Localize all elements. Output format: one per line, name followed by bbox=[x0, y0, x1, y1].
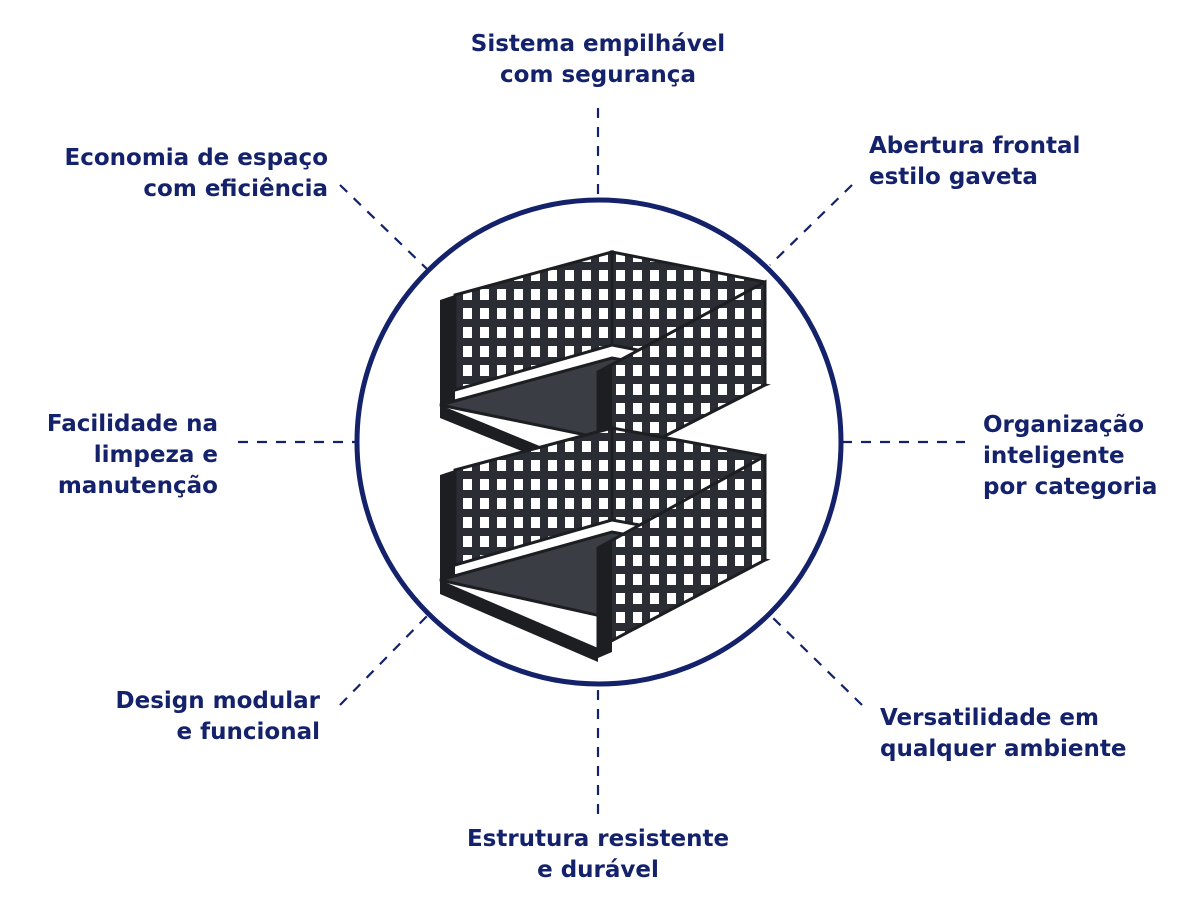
feature-right-line-2: inteligente bbox=[983, 443, 1125, 469]
lower-basket bbox=[439, 426, 771, 662]
feature-bottom-line-1: Estrutura resistente bbox=[466, 826, 730, 852]
feature-right-line-3: por categoria bbox=[983, 474, 1158, 500]
feature-top: Sistema empilhável com segurança bbox=[418, 29, 778, 91]
feature-bottom-left: Design modular e funcional bbox=[20, 686, 320, 748]
feature-top-right-line-2: estilo gaveta bbox=[869, 164, 1038, 190]
feature-left-line-3: manutenção bbox=[57, 473, 218, 499]
feature-top-line-2: com segurança bbox=[500, 62, 696, 88]
feature-top-right: Abertura frontal estilo gaveta bbox=[869, 131, 1169, 193]
feature-left-line-2: limpeza e bbox=[93, 442, 218, 468]
feature-top-left-line-1: Economia de espaço bbox=[64, 145, 328, 171]
feature-top-left-line-2: com eficiência bbox=[143, 176, 328, 202]
feature-bottom-left-line-1: Design modular bbox=[115, 688, 320, 714]
connector-top-left bbox=[339, 184, 429, 271]
feature-top-line-1: Sistema empilhável bbox=[470, 31, 726, 57]
feature-bottom-right-line-1: Versatilidade em bbox=[880, 705, 1099, 731]
connector-bottom-left bbox=[339, 614, 429, 706]
feature-top-right-line-1: Abertura frontal bbox=[869, 133, 1081, 159]
connector-top-right bbox=[769, 184, 853, 266]
feature-bottom-right-line-2: qualquer ambiente bbox=[880, 736, 1127, 762]
feature-right-line-1: Organização bbox=[983, 412, 1144, 438]
product-image bbox=[439, 250, 771, 662]
feature-bottom-left-line-2: e funcional bbox=[176, 719, 320, 745]
feature-bottom-line-2: e durável bbox=[537, 857, 659, 883]
feature-left: Facilidade na limpeza e manutenção bbox=[10, 409, 218, 502]
feature-top-left: Economia de espaço com eficiência bbox=[20, 143, 328, 205]
feature-bottom: Estrutura resistente e durável bbox=[418, 824, 778, 886]
connector-bottom-right bbox=[769, 614, 863, 706]
feature-right: Organização inteligente por categoria bbox=[983, 410, 1193, 503]
feature-bottom-right: Versatilidade em qualquer ambiente bbox=[880, 703, 1180, 765]
feature-left-line-1: Facilidade na bbox=[46, 411, 218, 437]
